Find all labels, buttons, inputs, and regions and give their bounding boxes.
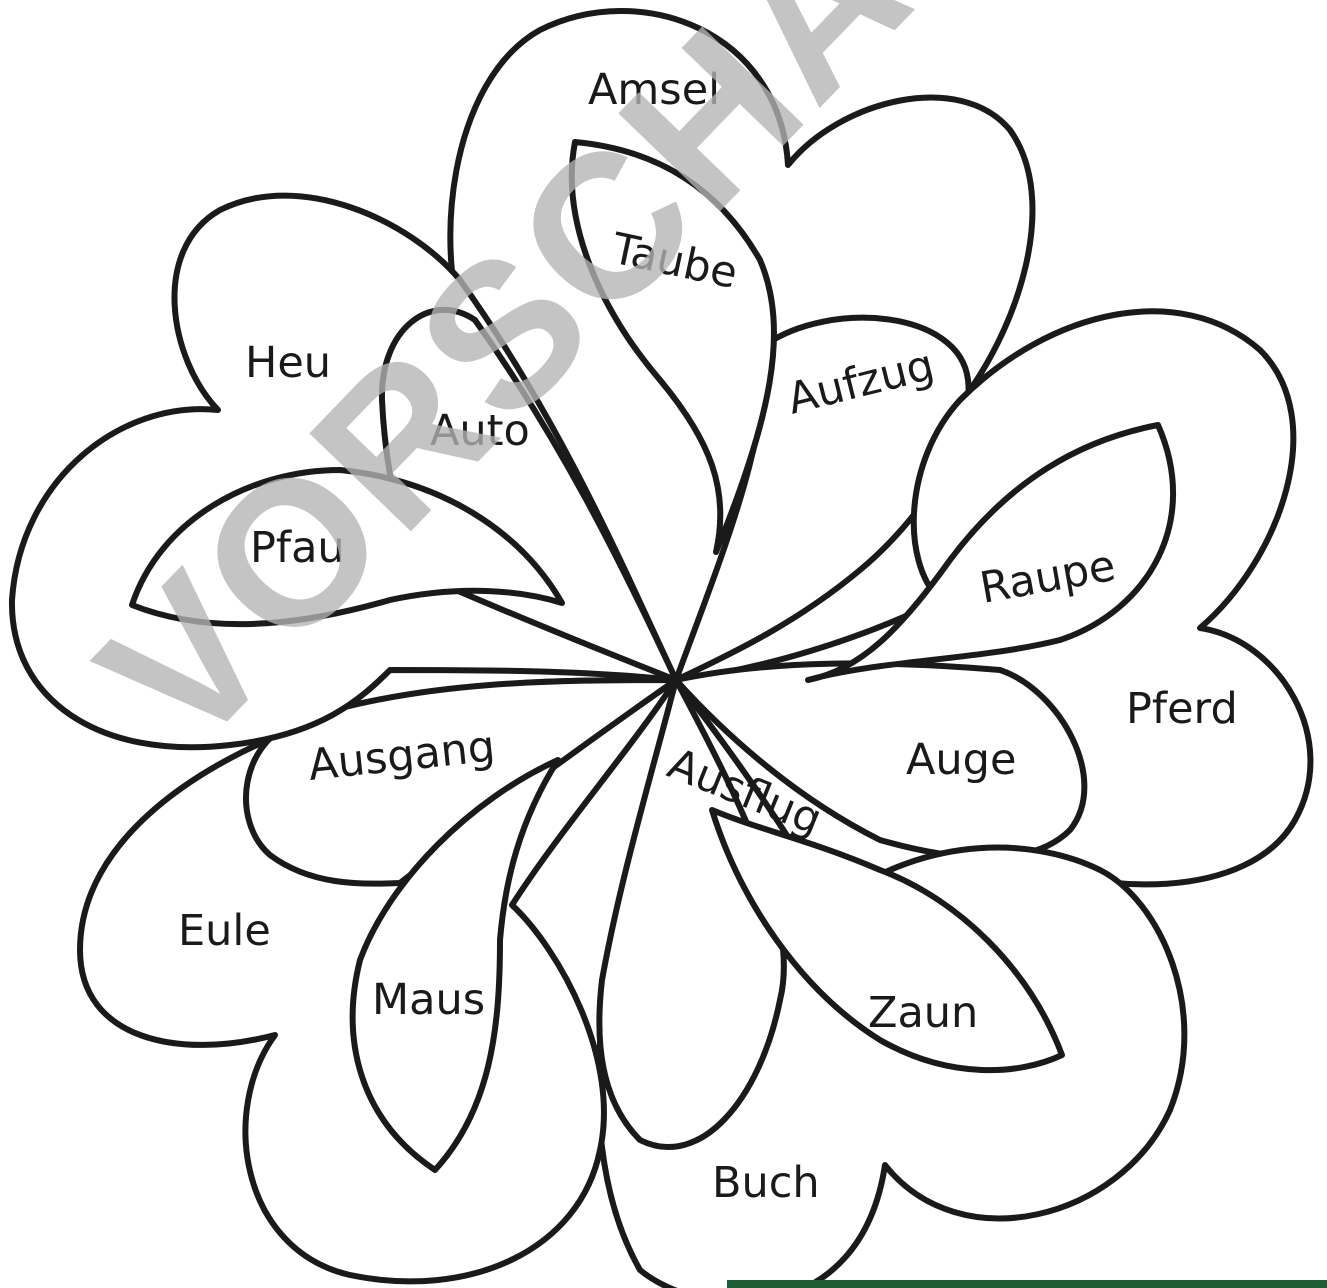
word-auge: Auge (906, 735, 1016, 785)
footer-bar (727, 1280, 1327, 1288)
word-eule: Eule (178, 906, 271, 956)
word-zaun: Zaun (868, 988, 978, 1038)
word-pferd: Pferd (1126, 684, 1238, 734)
word-buch: Buch (712, 1158, 820, 1208)
word-maus: Maus (372, 975, 485, 1025)
